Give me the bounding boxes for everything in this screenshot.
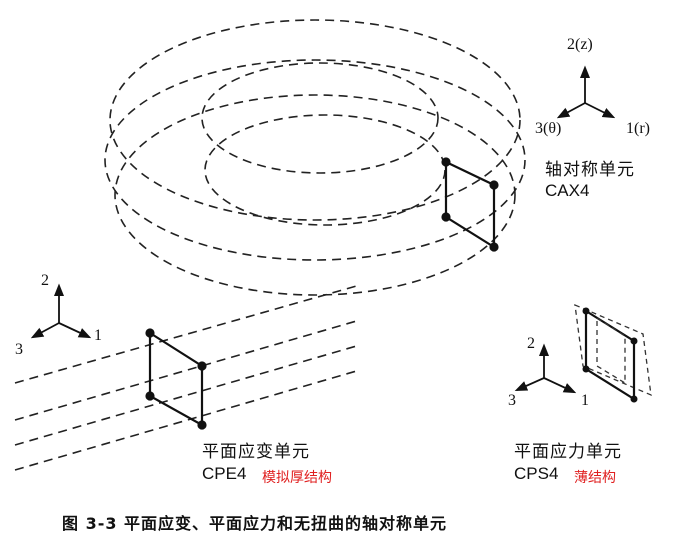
strain-note: 模拟厚结构 (262, 470, 332, 486)
stress-note: 薄结构 (574, 470, 616, 486)
torus-inner-top (201, 62, 439, 174)
strain-element-code: CPE4 (202, 464, 247, 483)
axisym-axis-2-label: 2(z) (567, 36, 593, 53)
axisym-axis-1-label: 1(r) (626, 120, 650, 137)
plane-strain-axes (30, 283, 92, 339)
stress-axis-3-label: 3 (508, 392, 516, 409)
torus-outer-bottom (114, 94, 516, 296)
plane-stress-axes (514, 343, 577, 394)
axisym-axes (556, 65, 616, 119)
stress-axis-1-label: 1 (581, 392, 589, 409)
torus-outer-top (109, 19, 521, 221)
axisym-element-code: CAX4 (545, 181, 590, 200)
stress-element-name: 平面应力单元 (514, 442, 622, 462)
figure-caption: 图 3-3 平面应变、平面应力和无扭曲的轴对称单元 (62, 514, 448, 533)
axisym-axis-3-label: 3(θ) (535, 120, 562, 137)
cax4-element (441, 157, 499, 252)
torus-outline (104, 19, 526, 296)
cps4-element (574, 303, 652, 403)
torus-outer-mid (104, 59, 526, 261)
strain-axis-2-label: 2 (41, 272, 49, 289)
strain-element-name: 平面应变单元 (202, 442, 310, 462)
stress-element-code: CPS4 (514, 464, 559, 483)
axisym-element-name: 轴对称单元 (545, 160, 635, 180)
stress-axis-2-label: 2 (527, 335, 535, 352)
strain-axis-3-label: 3 (15, 341, 23, 358)
strain-axis-1-label: 1 (94, 327, 102, 344)
cpe4-element (145, 328, 207, 430)
